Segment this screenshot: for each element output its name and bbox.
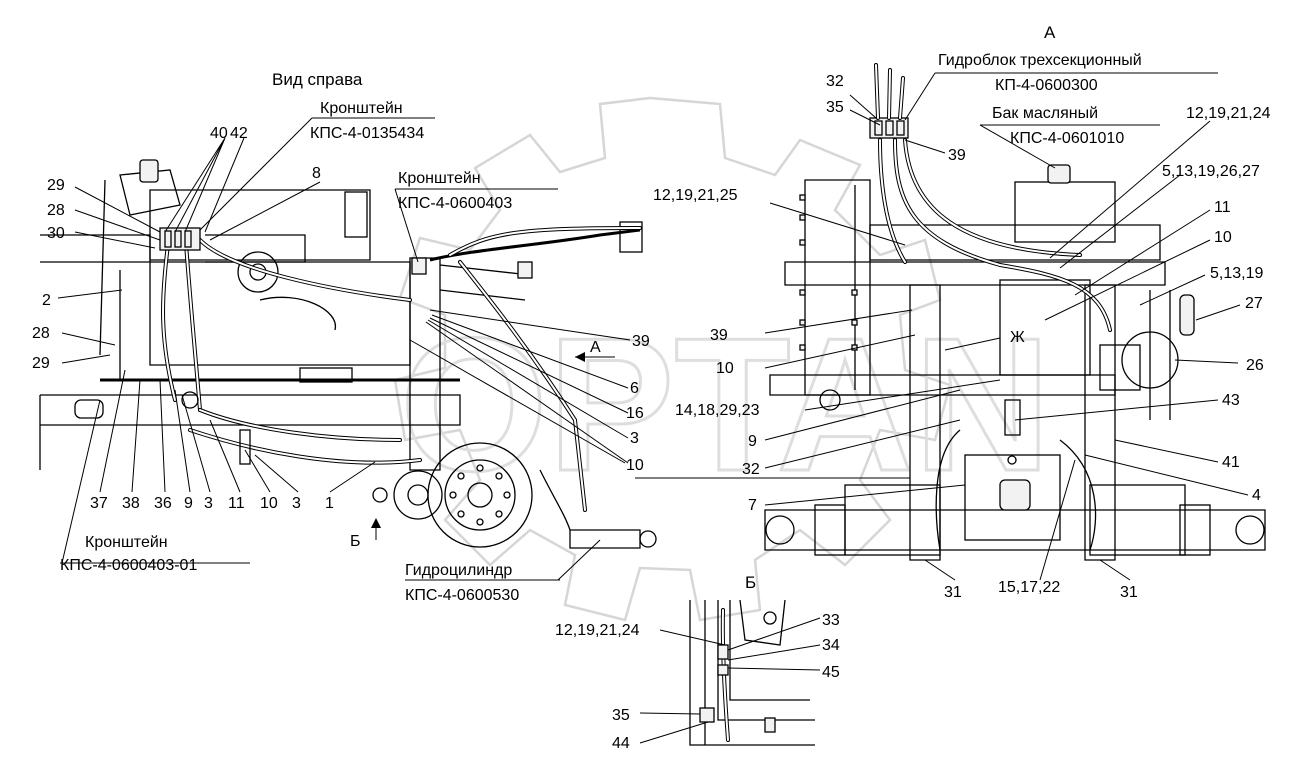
callout-code: КПС-4-0601010 [1010, 130, 1124, 147]
part-label: 35 [826, 99, 844, 116]
callout-code: КПС-4-0600530 [405, 587, 519, 604]
part-label: 39 [948, 147, 966, 164]
part-label: 12,19,21,24 [555, 622, 640, 639]
view-a [764, 63, 1266, 561]
part-label: 33 [822, 612, 840, 629]
part-label: 3 [204, 495, 213, 512]
part-label: 9 [184, 495, 193, 512]
callout-name: Кронштейн [85, 534, 168, 551]
callout-name: Бак масляный [992, 105, 1098, 122]
left-view-text: Вид справа Кронштейн КПС-4-0135434 Кронш… [32, 70, 650, 604]
part-label: 43 [1222, 392, 1240, 409]
part-label: 15,17,22 [998, 579, 1060, 596]
part-label: 12,19,21,24 [1186, 105, 1271, 122]
part-label: 9 [748, 433, 757, 450]
callout-code: КПС-4-0600403 [398, 195, 512, 212]
part-label: 1 [325, 495, 334, 512]
part-label: 28 [32, 325, 50, 342]
view-title-b: Б [745, 573, 756, 592]
part-label: 34 [822, 637, 840, 654]
view-title-a: А [1044, 23, 1056, 42]
right-side-view [39, 159, 657, 549]
watermark: OPTAN [393, 96, 1052, 622]
part-label: 38 [122, 495, 140, 512]
part-label: 5,13,19 [1210, 265, 1263, 282]
part-label: 11 [228, 495, 245, 512]
callout-name: Кронштейн [320, 100, 403, 117]
part-label: Ж [1010, 329, 1025, 346]
part-label: 29 [47, 177, 65, 194]
part-label: 10 [1214, 229, 1232, 246]
callout-code: КП-4-0600300 [995, 77, 1098, 94]
part-label: 30 [47, 225, 65, 242]
part-label: 45 [822, 664, 840, 681]
callout-name: Кронштейн [398, 170, 481, 187]
part-label: 2 [42, 292, 51, 309]
part-label: 11 [1214, 199, 1231, 216]
callout-code: КПС-4-0600403-01 [60, 557, 197, 574]
part-label: 7 [748, 497, 757, 514]
part-label: 29 [32, 355, 50, 372]
view-b-arrow-label: Б [350, 533, 361, 550]
part-label: 39 [710, 327, 728, 344]
part-label: 41 [1222, 454, 1240, 471]
part-label: 28 [47, 202, 65, 219]
part-label: 3 [630, 430, 639, 447]
part-label: 32 [826, 73, 844, 90]
callout-code: КПС-4-0135434 [310, 125, 424, 142]
part-label: 31 [944, 584, 962, 601]
part-label: 4 [1252, 487, 1261, 504]
part-label: 10 [260, 495, 278, 512]
part-label: 27 [1245, 295, 1263, 312]
part-label: 26 [1246, 357, 1264, 374]
part-label: 40 [210, 125, 228, 142]
view-b: Б 12,19,21,24 33 34 45 35 44 [555, 573, 840, 752]
part-label: 3 [292, 495, 301, 512]
part-label: 5,13,19,26,27 [1162, 163, 1260, 180]
part-label: 42 [230, 125, 248, 142]
part-label: 36 [154, 495, 172, 512]
part-label: 12,19,21,25 [653, 187, 738, 204]
left-leaders [57, 117, 631, 581]
part-label: 10 [626, 457, 644, 474]
part-label: 31 [1120, 584, 1138, 601]
part-label: 6 [630, 380, 639, 397]
part-label: 37 [90, 495, 108, 512]
part-label: 32 [742, 461, 760, 478]
part-label: 35 [612, 707, 630, 724]
callout-name: Гидроблок трехсекционный [938, 52, 1142, 69]
part-label: 14,18,29,23 [675, 402, 760, 419]
part-label: 16 [626, 405, 644, 422]
view-title-right: Вид справа [272, 70, 363, 89]
watermark-text: OPTAN [400, 299, 1051, 511]
part-label: 44 [612, 735, 630, 752]
view-a-leaders [635, 72, 1249, 581]
part-label: 8 [312, 165, 321, 182]
callout-name: Гидроцилиндр [405, 562, 512, 579]
view-a-arrow-label: А [590, 339, 601, 356]
part-label: 39 [632, 333, 650, 350]
view-a-text: А Гидроблок трехсекционный КП-4-0600300 … [653, 23, 1271, 601]
part-label: 10 [716, 360, 734, 377]
